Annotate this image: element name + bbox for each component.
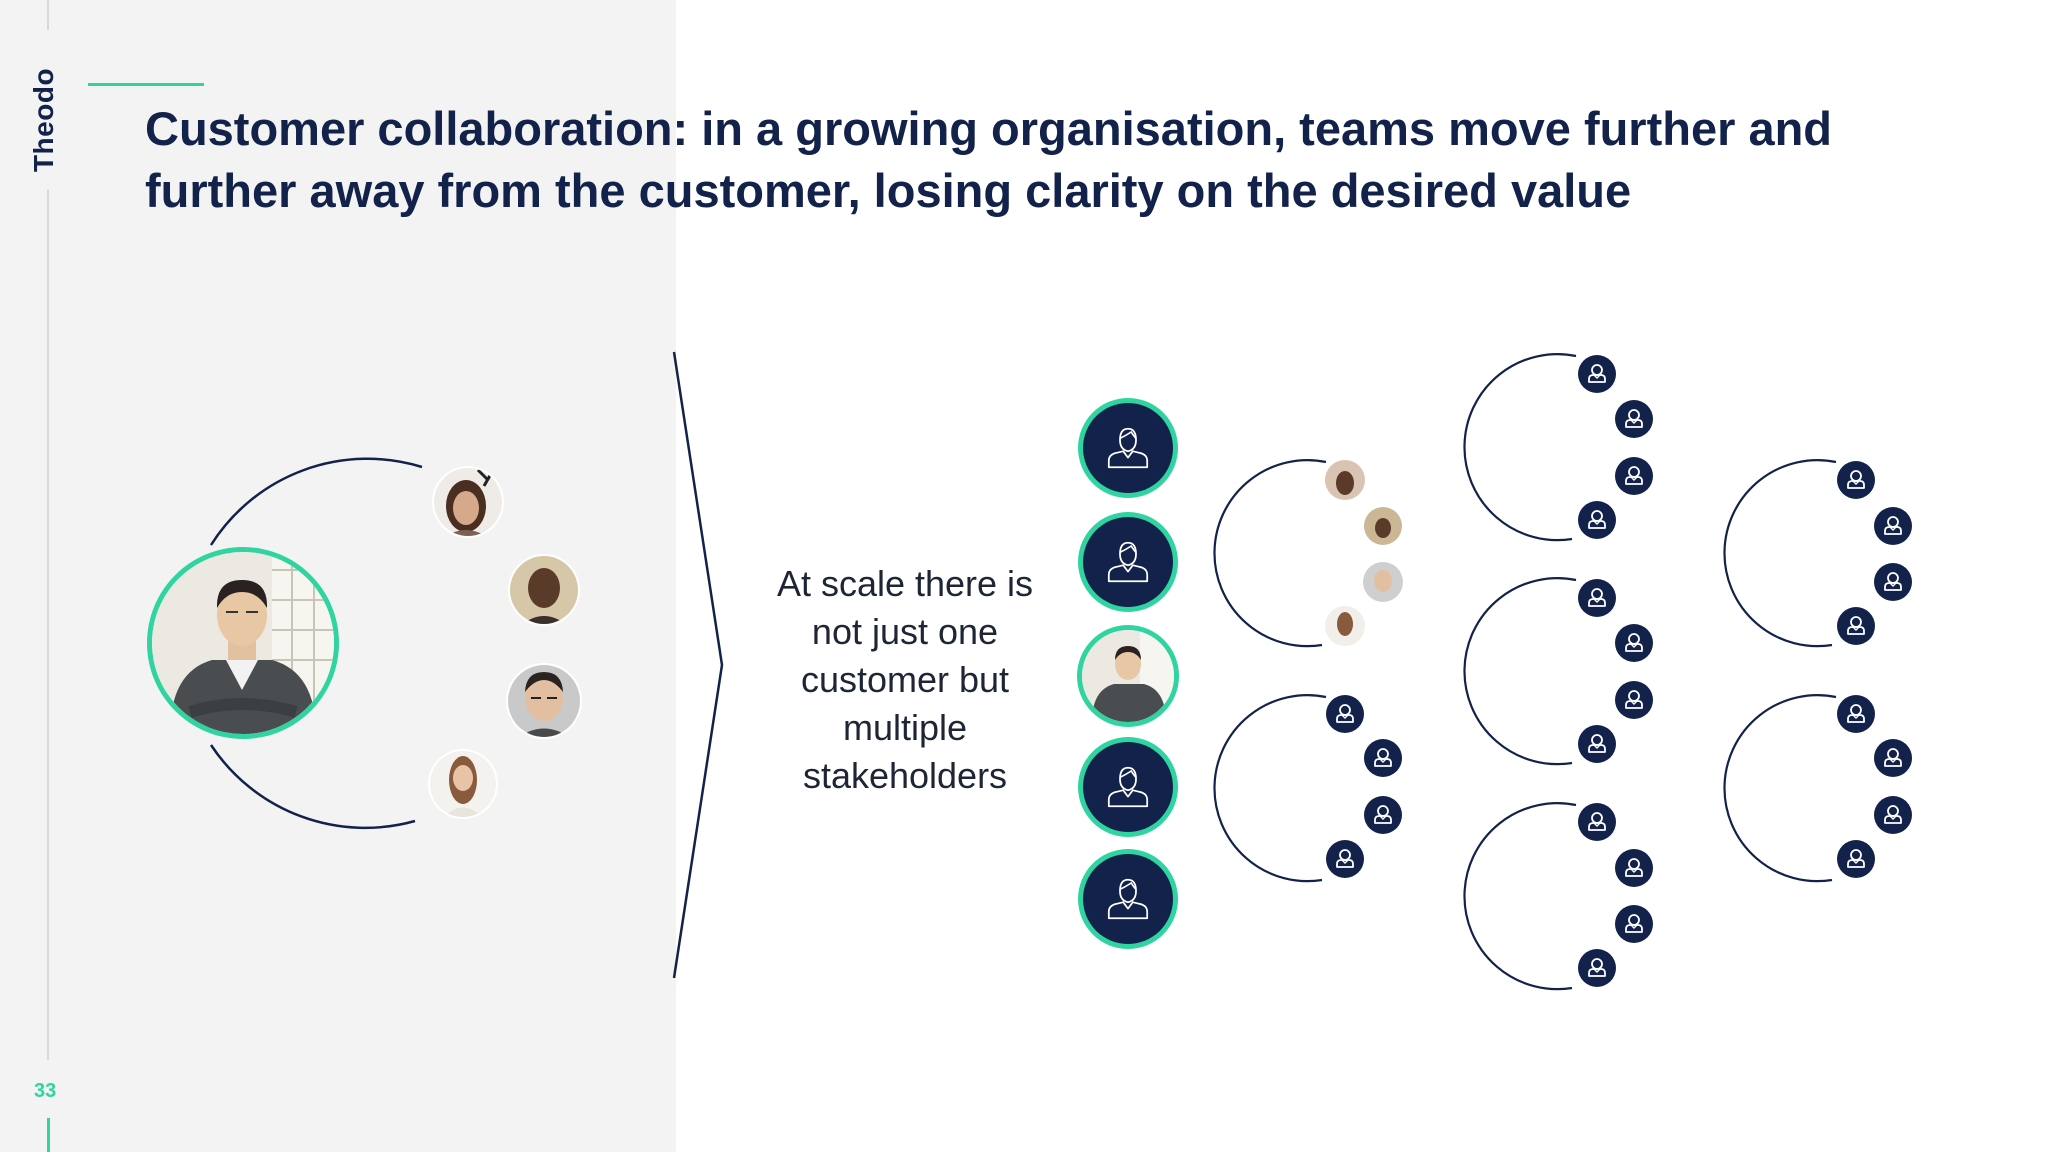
stakeholder-avatar: [1078, 849, 1178, 949]
rail-accent: [47, 1118, 50, 1152]
page-number: 33: [34, 1080, 57, 1102]
person-icon: [1578, 355, 1616, 393]
team-group-arc: [1463, 353, 1577, 542]
person-icon: [1837, 607, 1875, 645]
person-icon: [1874, 739, 1912, 777]
team-member-avatar: [432, 466, 504, 538]
stakeholder-avatar: [1078, 512, 1178, 612]
slide-title: Customer collaboration: in a growing org…: [145, 102, 1832, 217]
team-member-avatar: [428, 749, 498, 819]
team-member-face: [1337, 612, 1353, 636]
person-icon: [1837, 840, 1875, 878]
person-icon: [1615, 457, 1653, 495]
scale-caption: At scale there is not just one customer …: [776, 563, 1034, 796]
person-icon: [1578, 725, 1616, 763]
person-icon: [1615, 681, 1653, 719]
person-icon: [1578, 803, 1616, 841]
chevron-divider: [672, 351, 724, 979]
person-icon: [1615, 624, 1653, 662]
person-icon: [1874, 563, 1912, 601]
person-icon: [1837, 461, 1875, 499]
person-icon: [1615, 849, 1653, 887]
brand-rail: [47, 0, 49, 1152]
person-icon: [1326, 695, 1364, 733]
team-group-arc: [1723, 694, 1837, 883]
title-accent-line: [88, 83, 204, 86]
person-icon: [1615, 905, 1653, 943]
person-icon: [1578, 501, 1616, 539]
team-group-arc: [1213, 459, 1327, 648]
stakeholder-avatar: [1078, 737, 1178, 837]
team-member-face: [1375, 518, 1391, 538]
team-group-arc: [1463, 802, 1577, 991]
rail-segment-middle: [47, 190, 49, 1060]
person-icon: [1578, 579, 1616, 617]
team-group-arc: [1723, 459, 1837, 648]
person-icon: [1615, 400, 1653, 438]
team-group-arc: [1463, 577, 1577, 766]
person-icon: [1364, 739, 1402, 777]
stakeholder-avatar: [1078, 398, 1178, 498]
team-arc-lower: [209, 744, 416, 830]
team-member-face: [1336, 471, 1354, 495]
customer-avatar: [147, 547, 339, 739]
rail-segment-top: [47, 0, 49, 30]
customer-avatar-small: [1077, 625, 1179, 727]
team-group-arc: [1213, 694, 1327, 883]
person-icon: [1874, 796, 1912, 834]
person-icon: [1874, 507, 1912, 545]
team-member-face: [1374, 570, 1392, 592]
person-icon: [1837, 695, 1875, 733]
person-icon: [1326, 840, 1364, 878]
team-member-avatar: [508, 554, 580, 626]
person-icon: [1578, 949, 1616, 987]
person-icon: [1364, 796, 1402, 834]
team-member-avatar: [506, 663, 582, 739]
team-arc-upper: [209, 457, 423, 546]
